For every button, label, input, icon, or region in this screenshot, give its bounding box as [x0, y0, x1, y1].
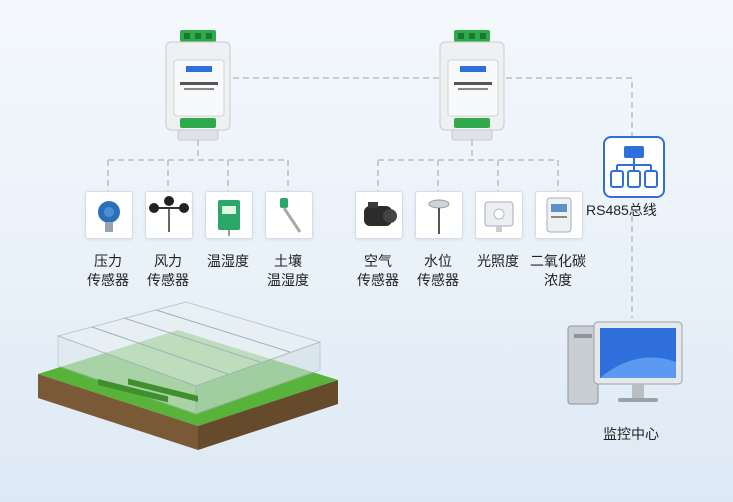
collector-module-right	[434, 30, 510, 147]
anemometer-icon	[145, 191, 193, 239]
light-sensor-icon	[475, 191, 523, 239]
sensor-label-air: 空气传感器	[348, 252, 408, 290]
temp-humidity-sensor-icon	[205, 191, 253, 239]
pressure-sensor-icon	[85, 191, 133, 239]
sensor-label-pressure: 压力传感器	[78, 252, 138, 290]
sensor-label-soil: 土壤温湿度	[258, 252, 318, 290]
desktop-computer-icon	[566, 318, 686, 419]
soil-probe-icon	[265, 191, 313, 239]
sensor-label-water-level: 水位传感器	[408, 252, 468, 290]
rs485-bus-label: RS485总线	[586, 200, 657, 220]
network-tree-icon	[603, 136, 665, 198]
sensor-label-co2: 二氧化碳浓度	[524, 252, 592, 290]
monitoring-center-label: 监控中心	[603, 424, 659, 444]
water-level-sensor-icon	[415, 191, 463, 239]
co2-sensor-icon	[535, 191, 583, 239]
collector-module-left	[160, 30, 236, 147]
sensor-label-light: 光照度	[468, 252, 528, 271]
sensor-label-temp-humidity: 温湿度	[198, 252, 258, 271]
greenhouse-illustration	[38, 300, 338, 465]
air-flow-sensor-icon	[355, 191, 403, 239]
sensor-label-wind: 风力传感器	[138, 252, 198, 290]
